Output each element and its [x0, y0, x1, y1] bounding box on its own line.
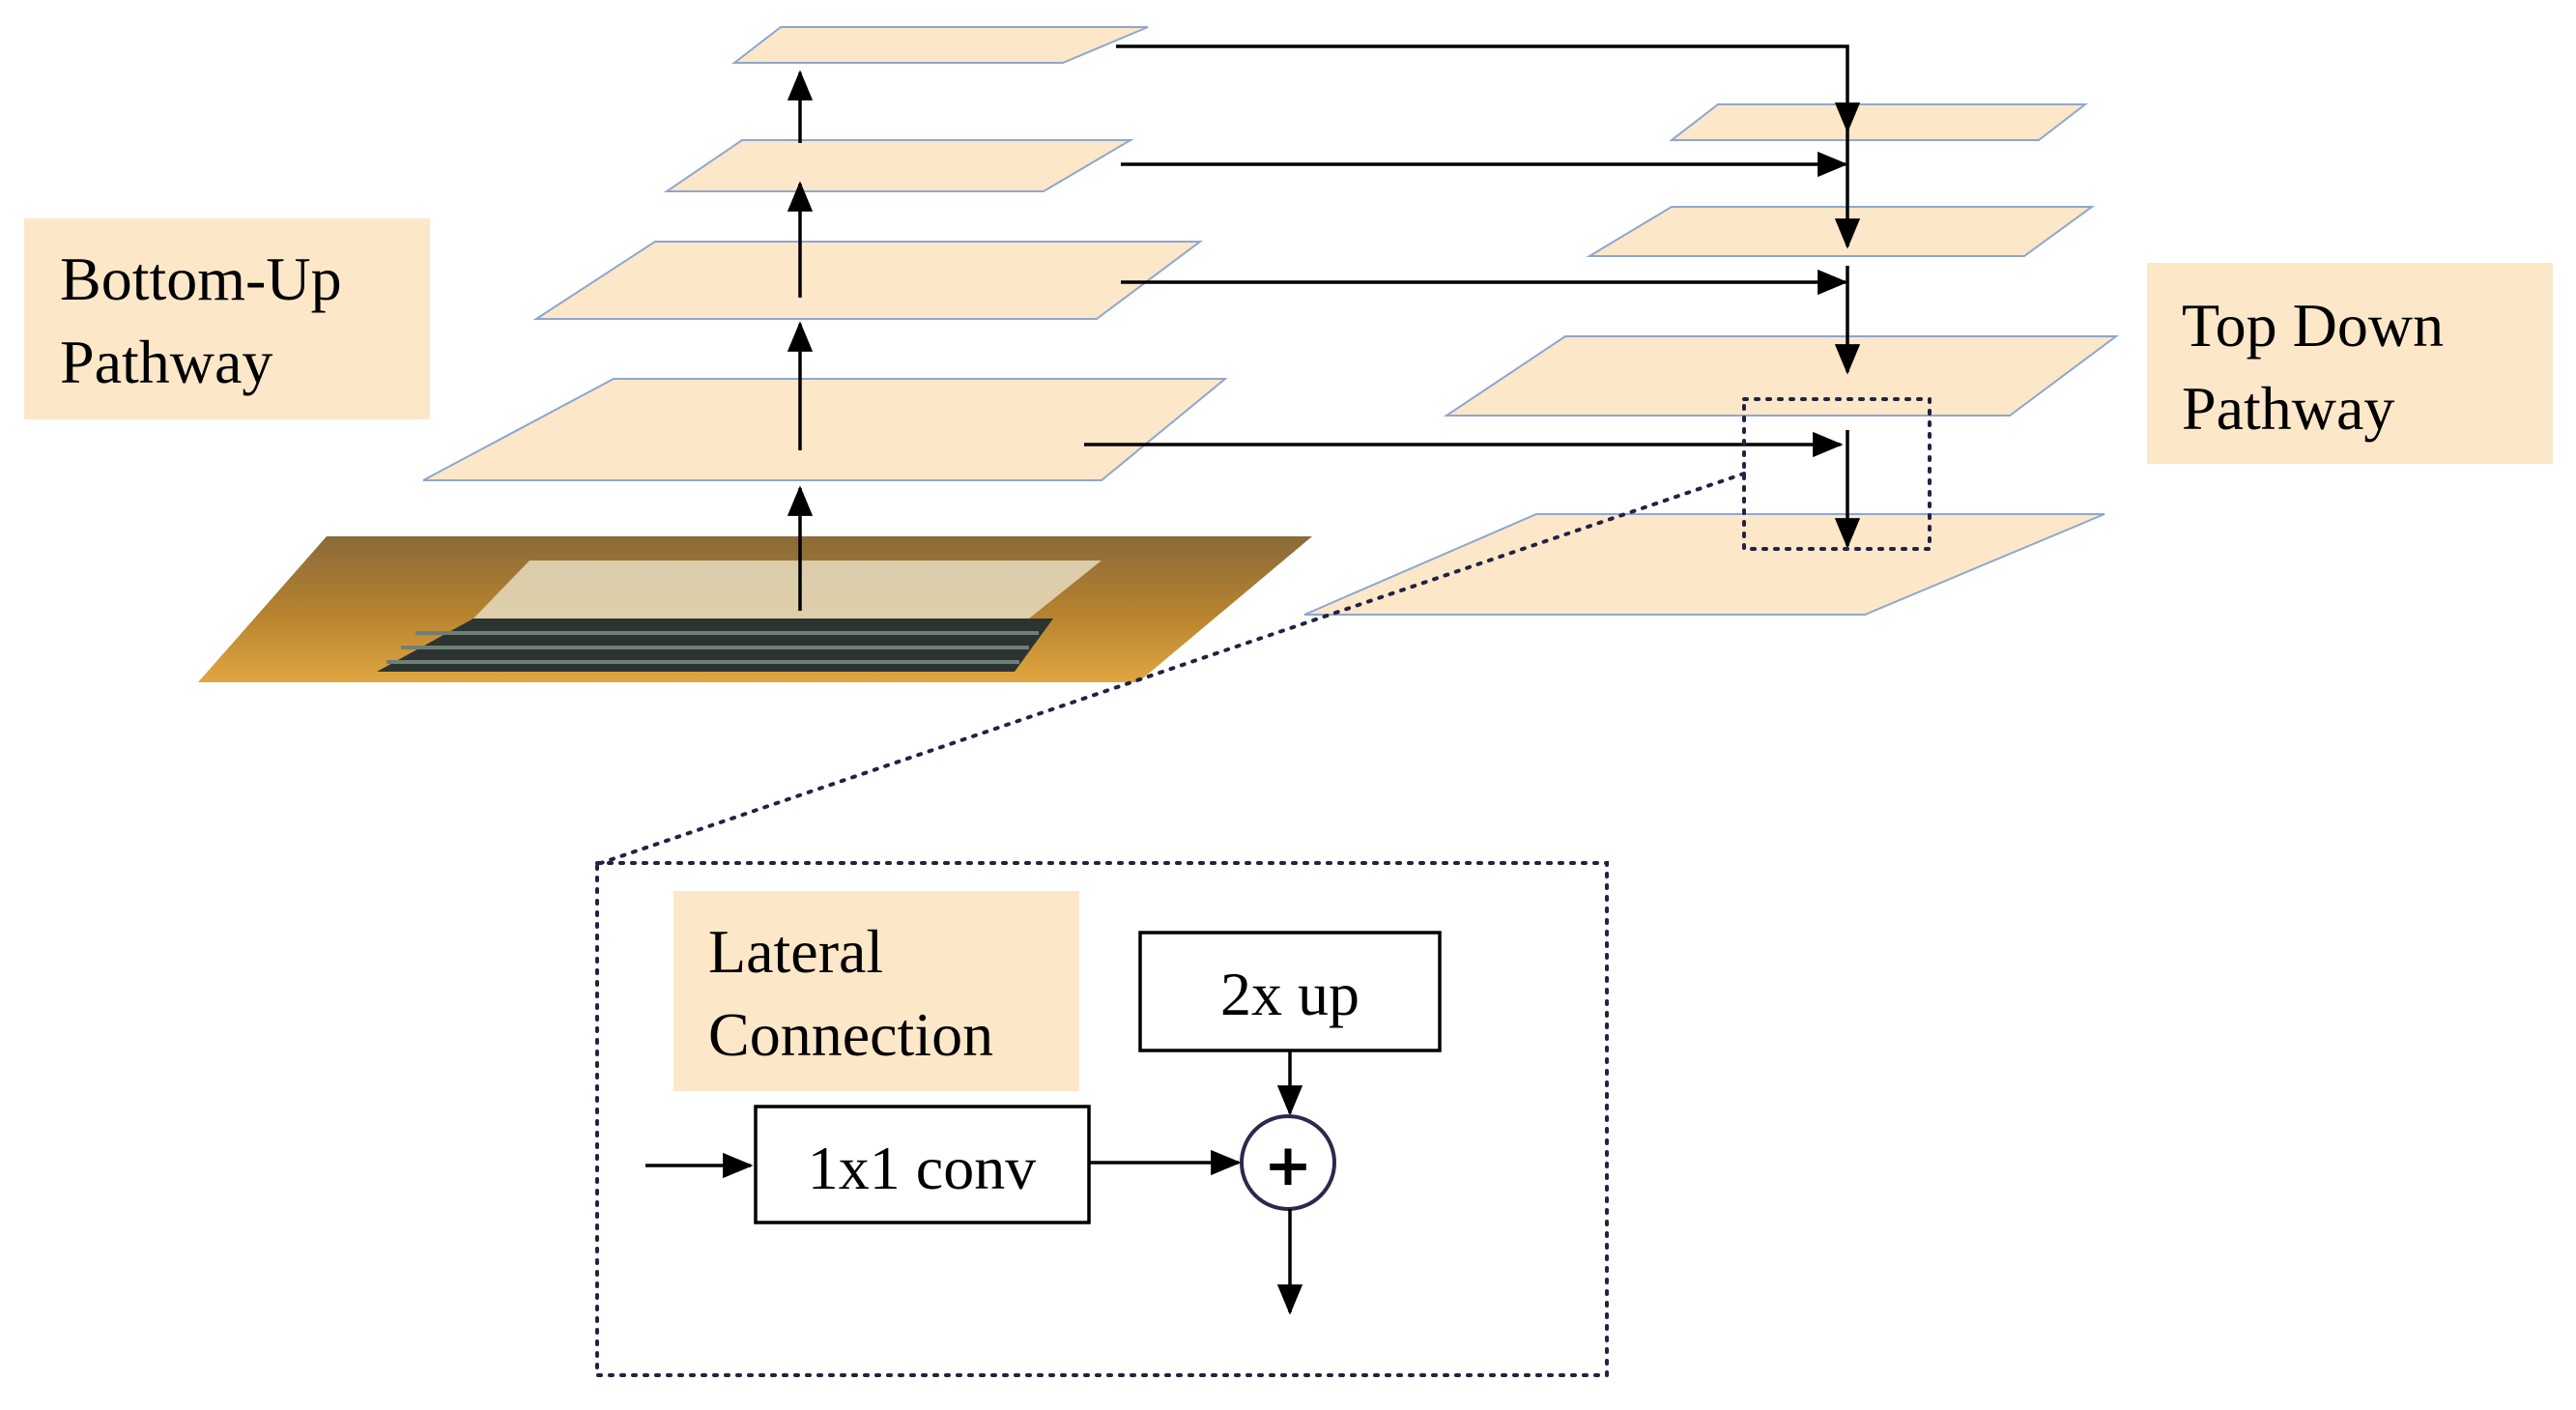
bottom-up-feature-maps: [422, 26, 1228, 481]
board-surface: [473, 561, 1102, 619]
conv-box: [754, 1105, 1091, 1224]
top-down-label: Top Down Pathway: [2147, 263, 2553, 464]
lateral-label-line2: Connection: [708, 1000, 993, 1069]
lateral-arrows: [1084, 44, 1861, 458]
bottom-up-label-line1: Bottom-Up: [60, 245, 342, 313]
top-down-map-4: [1669, 103, 2088, 141]
detail-dotted-box: [595, 861, 1609, 1377]
lateral-arrow-top: [1116, 44, 1861, 133]
top-down-feature-maps: [1303, 103, 2120, 616]
bottom-up-label-box: [24, 218, 430, 419]
plus-symbol: +: [1264, 1132, 1312, 1199]
top-down-map-3: [1586, 206, 2096, 257]
bottom-up-label: Bottom-Up Pathway: [24, 218, 430, 419]
bottom-up-map-4: [731, 26, 1149, 64]
top-down-map-2: [1443, 335, 2120, 417]
lateral-connection-detail: Lateral Connection 2x up 1x1 conv +: [595, 861, 1609, 1377]
lateral-label-box: [673, 891, 1079, 1091]
plus-circle-icon: +: [1240, 1114, 1336, 1211]
upsample-box: [1138, 931, 1442, 1052]
upsample-label: 2x up: [1220, 960, 1360, 1028]
top-down-map-1: [1303, 513, 2105, 616]
board-component-rows: [386, 631, 1039, 664]
input-image-plane: [198, 536, 1312, 682]
top-down-label-line2: Pathway: [2182, 374, 2394, 443]
top-down-label-line1: Top Down: [2182, 291, 2444, 360]
bottom-up-map-3: [663, 139, 1134, 192]
zoom-connector-line: [599, 472, 1746, 865]
bottom-up-label-line2: Pathway: [60, 328, 272, 396]
bottom-up-map-2: [532, 241, 1204, 320]
lateral-label-line1: Lateral: [708, 917, 883, 986]
conv-label: 1x1 conv: [808, 1134, 1036, 1202]
bottom-up-map-1: [422, 378, 1228, 481]
top-down-label-box: [2147, 263, 2553, 464]
